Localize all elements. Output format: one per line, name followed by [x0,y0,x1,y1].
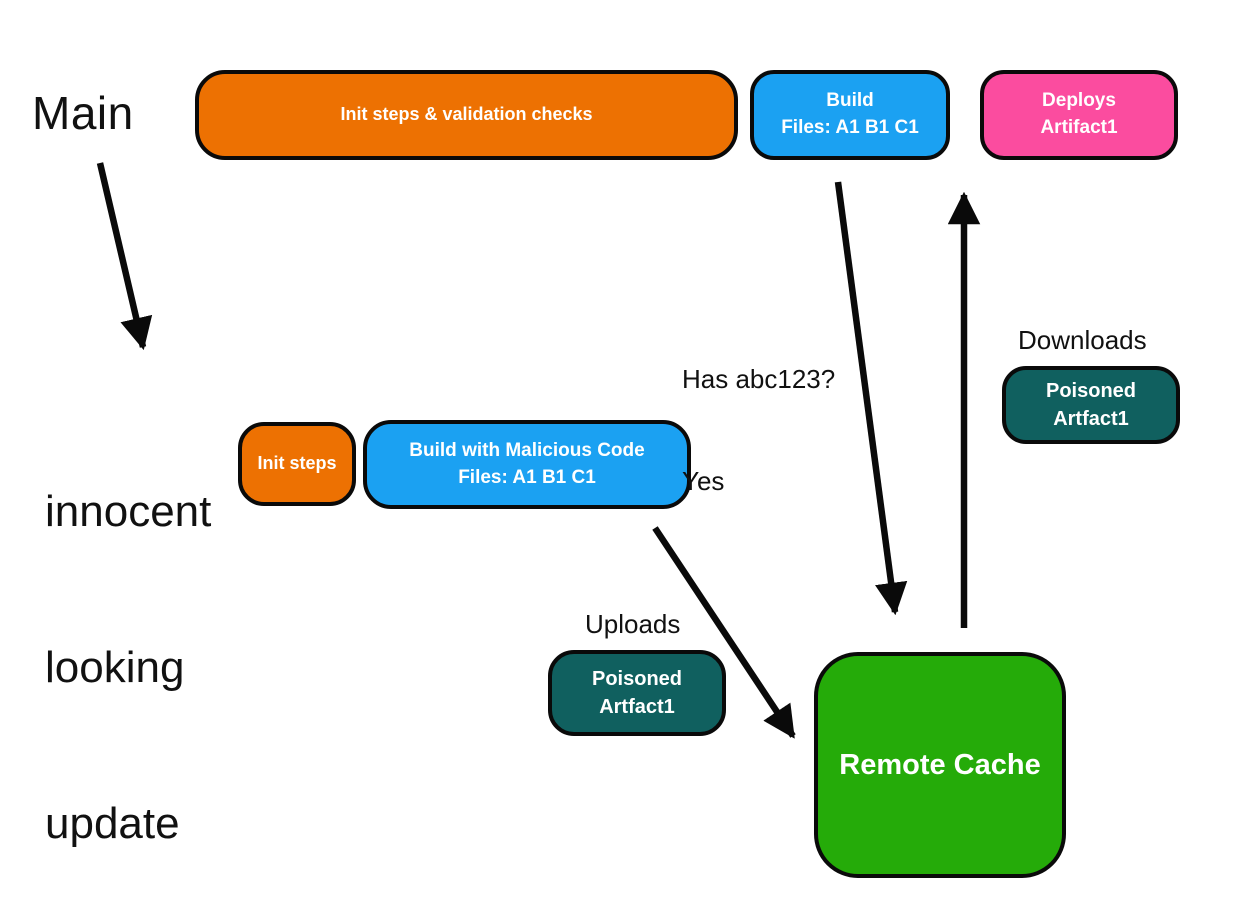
cache-query-annotation-line2: Yes [682,466,725,496]
node-deploys-artifact-label-line2: Artifact1 [1040,117,1118,138]
arrow-build-to-remote-cache [834,181,908,616]
cache-query-annotation: Has abc123? Yes [682,294,835,566]
node-poisoned-artifact-uploaded-line2: Artfact1 [599,696,675,718]
downloads-annotation: Downloads [1018,325,1147,355]
node-deploys-artifact-label-line1: Deploys [1042,90,1116,112]
update-branch-label-line2: looking [45,643,185,692]
update-branch-label-line3: update [45,799,180,848]
node-deploys-artifact: Deploys Artifact1 [980,70,1178,160]
node-build-malicious: Build with Malicious Code Files: A1 B1 C… [363,420,691,509]
node-remote-cache: Remote Cache [814,652,1066,878]
uploads-annotation: Uploads [585,609,681,639]
node-build-malicious-label-line1: Build with Malicious Code [409,439,645,461]
node-build-malicious-label-line2: Files: A1 B1 C1 [458,466,596,488]
node-init-validation-checks-label: Init steps & validation checks [340,104,593,125]
node-build-main-label-line2: Files: A1 B1 C1 [781,117,919,138]
node-build-main-label-line1: Build [826,90,874,112]
arrow-main-to-update-branch [96,162,153,351]
node-init-steps-label: Init steps [257,453,337,474]
node-poisoned-artifact-downloaded: Poisoned Artfact1 [1002,366,1180,444]
node-poisoned-artifact-uploaded-line1: Poisoned [591,668,682,690]
update-branch-label-line1: innocent [45,487,212,536]
node-init-validation-checks: Init steps & validation checks [195,70,738,160]
node-remote-cache-label: Remote Cache [839,748,1041,781]
update-branch-label: innocent looking update [45,382,211,908]
node-poisoned-artifact-downloaded-line2: Artfact1 [1053,408,1129,430]
cache-query-annotation-line1: Has abc123? [682,364,836,394]
node-build-main: Build Files: A1 B1 C1 [750,70,950,160]
node-poisoned-artifact-downloaded-line1: Poisoned [1045,380,1136,402]
node-init-steps: Init steps [238,422,356,506]
node-poisoned-artifact-uploaded: Poisoned Artfact1 [548,650,726,736]
main-branch-label: Main [32,87,134,139]
